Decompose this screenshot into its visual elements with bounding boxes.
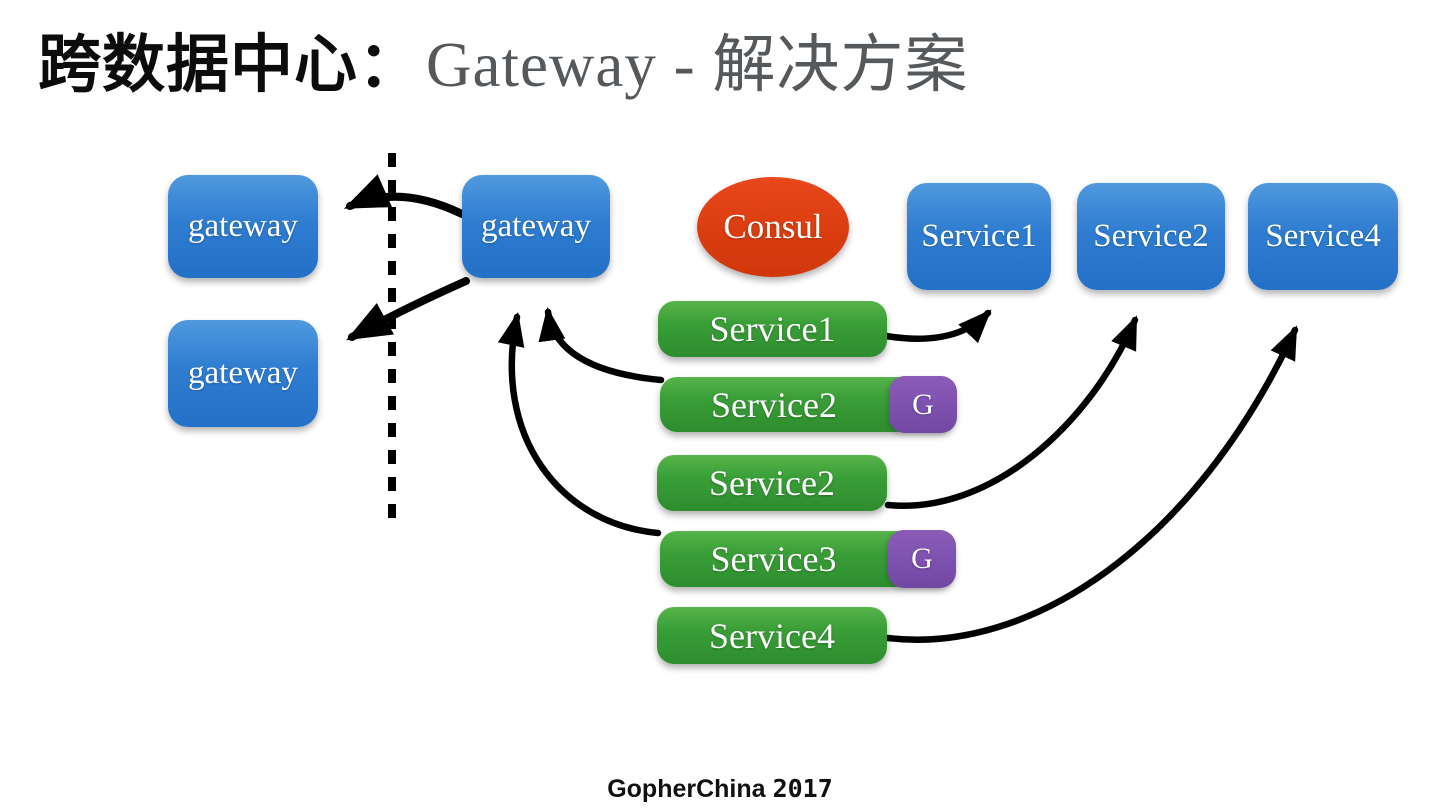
registered-service-4: Service4 (657, 607, 887, 664)
footer-year: 2017 (772, 774, 833, 803)
service-node-1: Service1 (907, 183, 1051, 290)
service-node-label: Service2 (1093, 218, 1209, 254)
registered-service-2b: Service2 (657, 455, 887, 511)
gateway-label: gateway (481, 208, 591, 244)
service-label: Service1 (709, 309, 836, 349)
page-title: 跨数据中心：Gateway - 解决方案 (38, 26, 968, 105)
arrow-service1-to-node1 (882, 309, 992, 344)
arrow-service3g-to-gateway (497, 312, 662, 537)
gateway-node-center: gateway (462, 175, 610, 278)
service-label: Service4 (709, 615, 835, 656)
arrow-gateway-to-left-gateway-top (343, 174, 466, 218)
gateway-sidecar-badge: G (889, 376, 957, 433)
gateway-label: gateway (188, 208, 298, 244)
service-label: Service3 (710, 539, 837, 579)
service-node-label: Service1 (921, 218, 1037, 254)
service-node-2: Service2 (1077, 183, 1225, 290)
service-label: Service2 (711, 384, 837, 425)
gateway-node-left-bottom: gateway (168, 320, 318, 427)
consul-node: Consul (697, 177, 849, 277)
arrow-service2g-to-gateway (538, 306, 665, 384)
title-suffix: Gateway - 解决方案 (426, 30, 969, 100)
gateway-sidecar-badge: G (888, 530, 956, 588)
service-node-label: Service4 (1265, 218, 1381, 254)
registered-service-1: Service1 (658, 301, 887, 357)
gateway-node-left-top: gateway (168, 175, 318, 278)
gateway-label: gateway (188, 355, 298, 391)
arrow-gateway-to-left-gateway-bottom (346, 277, 470, 341)
registered-service-3-gateway: Service3 G (660, 530, 956, 588)
registered-service-2-gateway: Service2 G (660, 376, 957, 433)
service-label: Service2 (709, 463, 835, 503)
arrow-service4-to-node4 (884, 325, 1299, 643)
service-node-4: Service4 (1248, 183, 1398, 290)
consul-label: Consul (723, 207, 823, 246)
title-prefix: 跨数据中心： (38, 30, 422, 100)
footer-brand: GopherChina (607, 775, 766, 803)
